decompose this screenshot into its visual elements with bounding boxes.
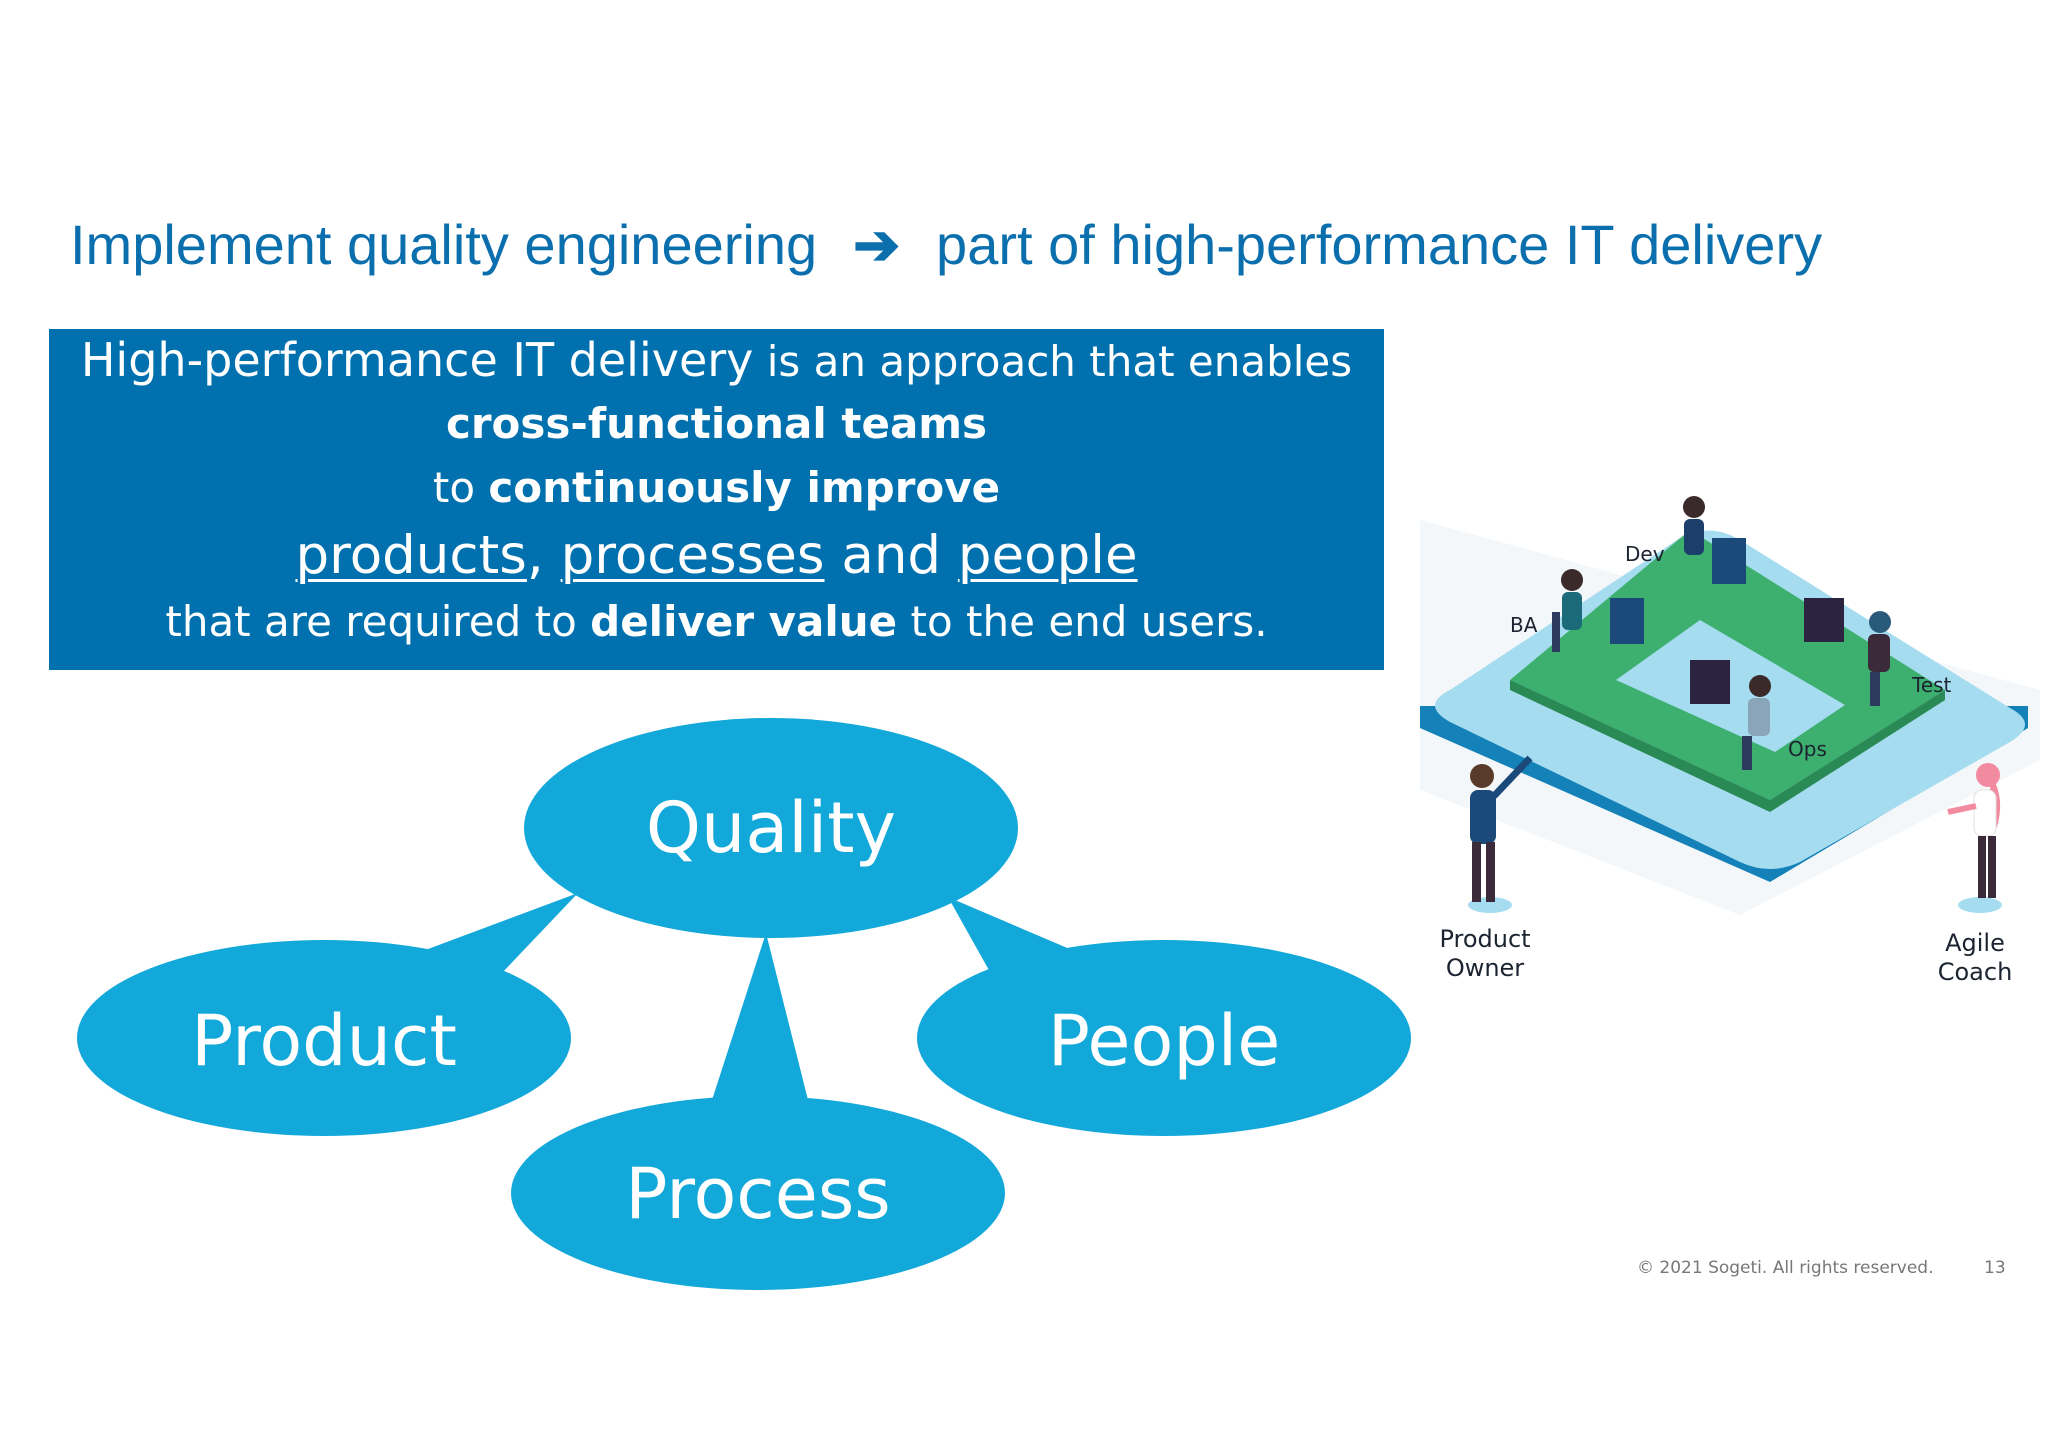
- table-hole: [1616, 620, 1845, 752]
- monitor-icon: [1610, 598, 1644, 644]
- definition-people: people: [957, 525, 1138, 586]
- slide-title: Implement quality engineering ➔ part of hi…: [70, 206, 2030, 284]
- quality-ellipse: [524, 718, 1018, 938]
- copyright: © 2021 Sogeti. All rights reserved.: [1637, 1258, 1934, 1278]
- process-ellipse: [511, 1096, 1005, 1290]
- title-left: Implement quality engineering: [70, 213, 818, 276]
- product-label: Product: [191, 1000, 457, 1082]
- arrow-right-icon: ➔: [853, 213, 901, 276]
- monitor-icon: [1712, 538, 1746, 584]
- connector-quality-process: [712, 933, 808, 1100]
- agile-coach-line2: Coach: [1937, 958, 2013, 986]
- dev-label: Dev: [1625, 542, 1665, 566]
- product-owner-line2: Owner: [1445, 954, 1525, 982]
- person-dev: [1683, 496, 1705, 555]
- definition-deliver-value: deliver value: [590, 597, 898, 646]
- definition-to: to: [432, 463, 489, 512]
- definition-and: and: [824, 525, 958, 586]
- process-label: Process: [625, 1153, 891, 1235]
- person-agile-coach: [1947, 763, 2002, 913]
- table-edge: [1510, 680, 1945, 812]
- monitor-icon: [1804, 598, 1844, 642]
- page-number: 13: [1984, 1258, 2006, 1278]
- people-ellipse: [917, 940, 1411, 1136]
- test-label: Test: [1911, 673, 1952, 697]
- agile-coach-line1: Agile: [1945, 929, 2005, 957]
- definition-line5-end: to the end users.: [897, 597, 1268, 646]
- definition-line1-rest: is an approach that enables: [753, 337, 1353, 386]
- definition-line-4: products, processes and people: [49, 525, 1384, 586]
- people-label: People: [1048, 1000, 1281, 1082]
- product-ellipse: [77, 940, 571, 1136]
- definition-line-1: High-performance IT delivery is an appro…: [49, 333, 1384, 387]
- definition-line-5: that are required to deliver value to th…: [49, 597, 1384, 646]
- ops-label: Ops: [1788, 737, 1827, 761]
- quality-label: Quality: [646, 787, 896, 869]
- person-ops: [1742, 675, 1771, 770]
- definition-continuously-improve: continuously improve: [488, 463, 1001, 512]
- person-ba: [1552, 569, 1583, 652]
- connector-quality-product: [420, 893, 578, 973]
- person-product-owner: [1468, 755, 1533, 913]
- definition-term: High-performance IT delivery: [80, 333, 754, 387]
- team-illustration: Dev BA Test Ops: [1420, 496, 2040, 915]
- definition-processes: processes: [560, 525, 825, 586]
- definition-line-3: to continuously improve: [49, 463, 1384, 512]
- definition-line-2: cross-functional teams: [445, 399, 988, 448]
- definition-products: products: [295, 525, 527, 586]
- definition-box: High-performance IT delivery is an appro…: [49, 329, 1384, 670]
- ba-label: BA: [1510, 613, 1538, 637]
- definition-comma: ,: [526, 525, 561, 586]
- definition-line5-start: that are required to: [165, 597, 591, 646]
- product-owner-line1: Product: [1439, 925, 1531, 953]
- monitor-icon: [1690, 660, 1730, 704]
- title-right: part of high-performance IT delivery: [936, 213, 1823, 276]
- person-test: [1868, 611, 1891, 706]
- agile-coach-label: Agile Coach: [1910, 929, 2040, 987]
- product-owner-label: Product Owner: [1420, 925, 1550, 983]
